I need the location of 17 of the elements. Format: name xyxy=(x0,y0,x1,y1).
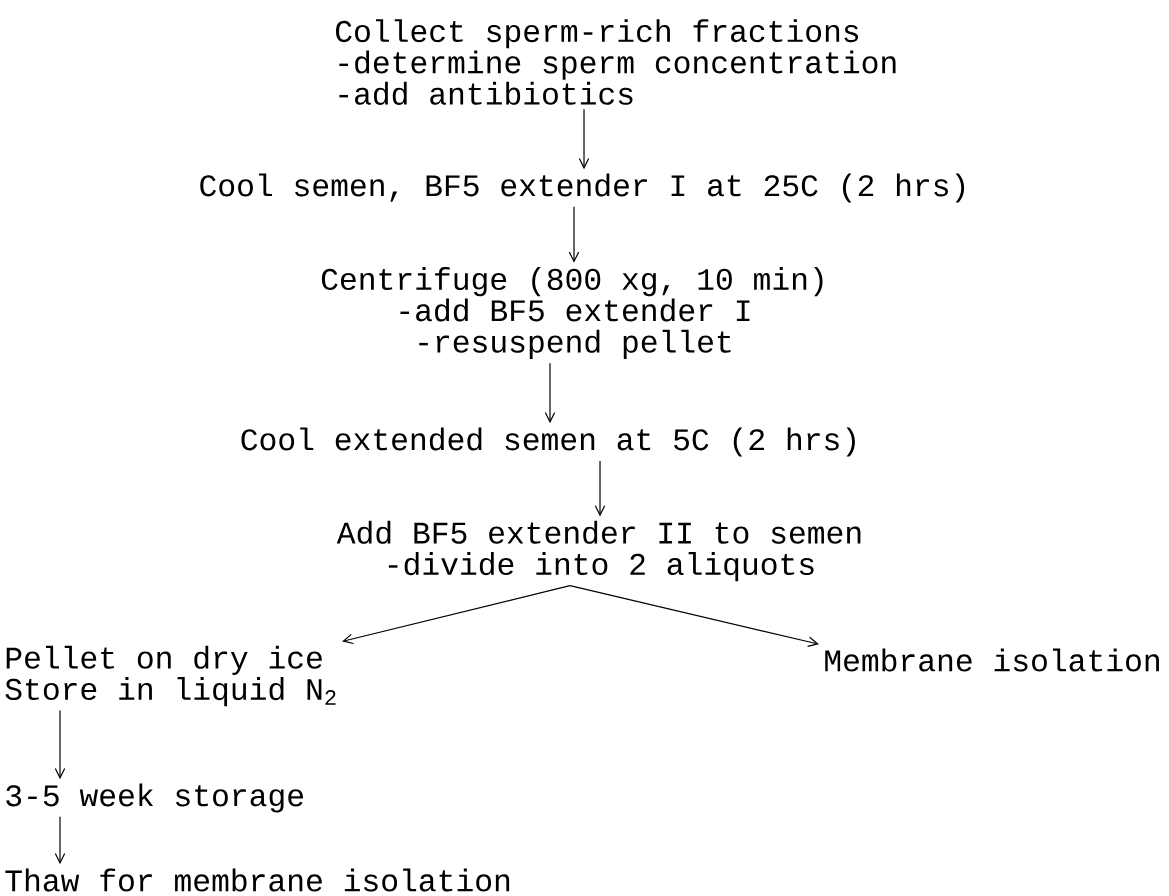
arrow xyxy=(54,709,66,780)
step-text: Cool semen, BF5 extender I at 25C (2 hrs) xyxy=(200,173,965,203)
arrow xyxy=(568,206,580,263)
step-text: Membrane isolation xyxy=(825,648,1159,672)
step-text: Collect sperm-rich fractions -determine sperm concentration -add antibiotics xyxy=(336,19,896,105)
step-text: Pellet on dry ice Store in liquid N$_{2}$ xyxy=(5,645,336,707)
step-text: 3-5 week storage xyxy=(6,783,303,813)
arrow xyxy=(578,108,590,170)
step-text: Thaw for membrane isolation xyxy=(5,868,510,892)
arrow xyxy=(594,460,606,517)
arrow xyxy=(544,362,556,424)
step-text: Cool extended semen at 5C (2 hrs) xyxy=(241,427,855,457)
step-text: Add BF5 extender II to semen -divide into 2 aliquots xyxy=(336,520,861,582)
step-text: Centrifuge (800 xg, 10 min) -add BF5 extender I -resuspend pellet xyxy=(321,267,823,359)
arrow xyxy=(569,584,820,647)
arrow xyxy=(342,584,571,645)
arrow xyxy=(54,816,66,865)
